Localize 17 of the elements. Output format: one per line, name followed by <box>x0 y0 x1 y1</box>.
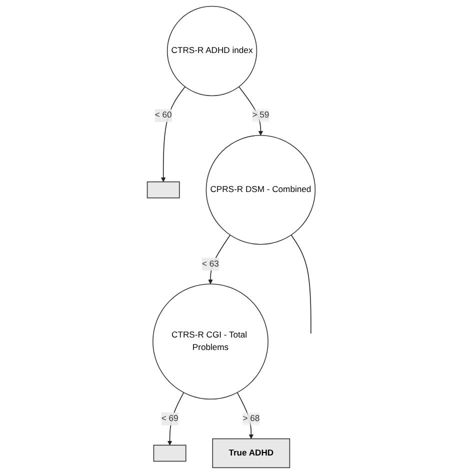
node-box: True ADHD <box>212 438 290 468</box>
edge-label: > 68 <box>242 414 260 424</box>
node-box <box>153 444 186 462</box>
edge-label: > 59 <box>252 110 270 120</box>
arrow <box>167 392 184 446</box>
node-circle: CTRS-R CGI - Total Problems <box>152 284 268 400</box>
arrow <box>236 392 254 439</box>
node-circle: CTRS-R ADHD index <box>166 6 258 96</box>
arrow <box>160 86 186 182</box>
arrow <box>238 86 263 136</box>
node-circle: CPRS-R DSM - Combined <box>206 134 316 245</box>
edge-label: < 60 <box>154 110 172 120</box>
edge-label: < 69 <box>161 414 178 424</box>
arrow <box>208 234 230 284</box>
edge-label: < 63 <box>202 259 219 268</box>
connector <box>290 234 312 334</box>
node-box <box>146 181 180 198</box>
